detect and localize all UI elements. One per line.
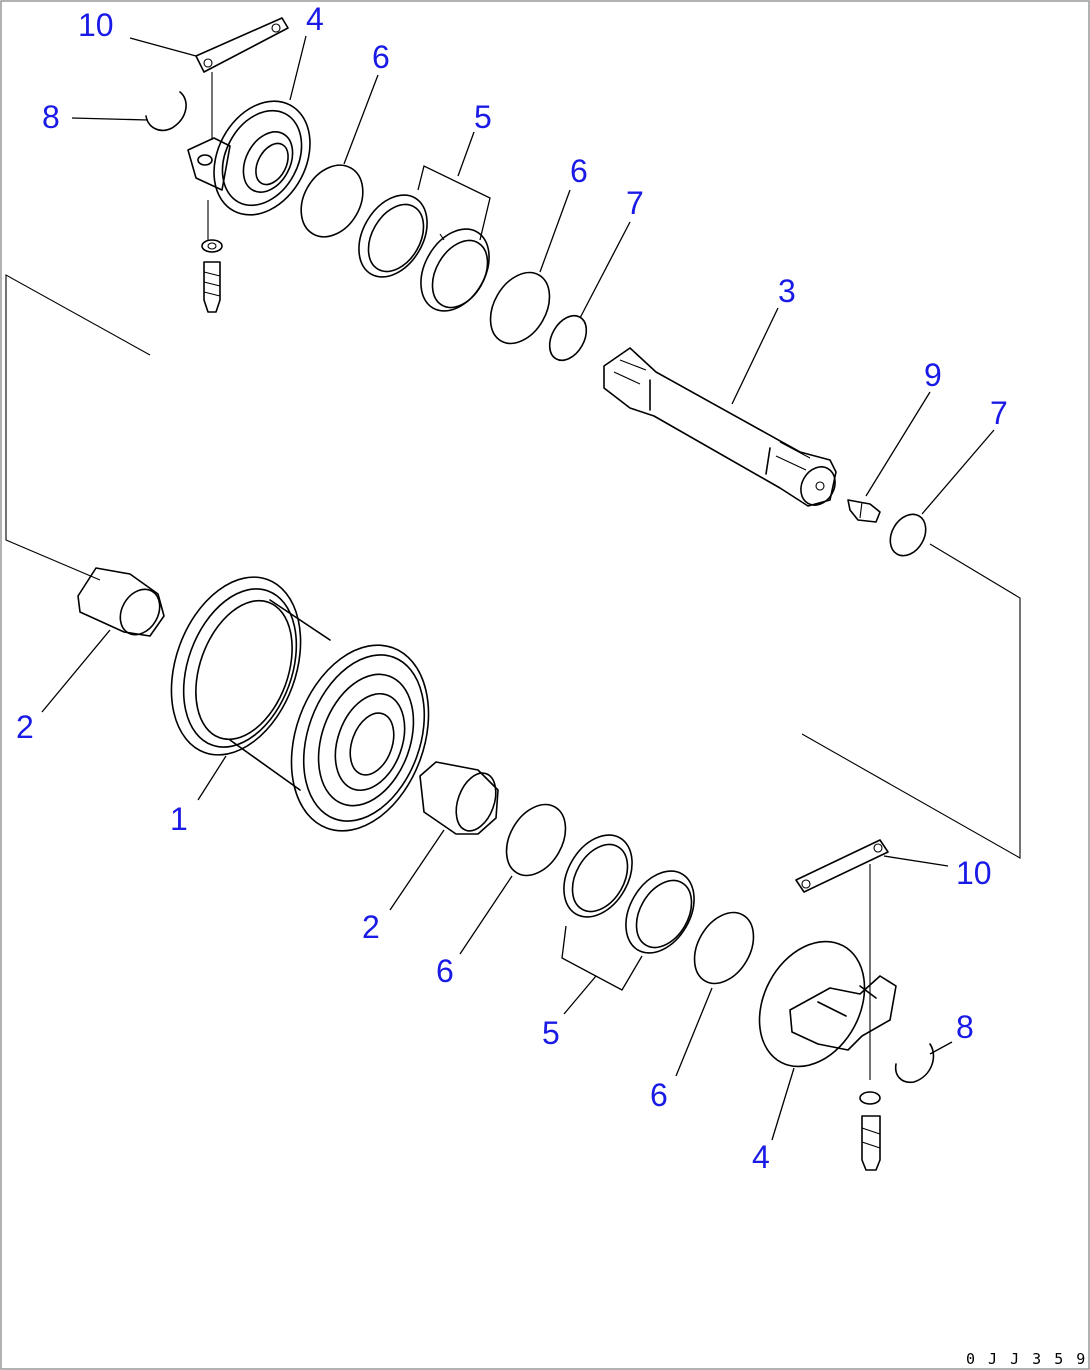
- bolt-upper: [201, 200, 223, 313]
- callout-9: 9: [924, 357, 942, 393]
- callout-7-lower: 7: [990, 395, 1008, 431]
- callout-1: 1: [170, 801, 188, 837]
- o-ring-small-lower: [889, 513, 927, 557]
- bushing-left: [77, 567, 165, 637]
- callouts: 10 4 6 8 5 6 7 3 9 7 2 1 2 6 5 6 10 8 4: [16, 1, 1008, 1175]
- callout-2-left: 2: [16, 709, 34, 745]
- seal-upper: [358, 194, 490, 312]
- o-ring-lower-b: [693, 911, 755, 985]
- drawing-code: 0 J J 3 5 9 8 5: [966, 1350, 1090, 1368]
- bushing-right: [419, 761, 499, 835]
- plug: [847, 499, 881, 523]
- plate-upper: [195, 17, 289, 140]
- leader-lines: [41, 35, 995, 1141]
- track-roller: [170, 576, 430, 832]
- callout-8-lower: 8: [956, 1009, 974, 1045]
- snap-ring-lower: [894, 1043, 935, 1084]
- callout-10-lower: 10: [956, 855, 992, 891]
- callout-10-upper: 10: [78, 7, 114, 43]
- o-ring-small-upper: [548, 314, 588, 362]
- assembly-line-right: [801, 543, 1021, 859]
- bolt-lower: [859, 1091, 881, 1171]
- o-ring-upper-b: [489, 271, 551, 345]
- callout-5-upper: 5: [474, 99, 492, 135]
- callout-6-upper-b: 6: [570, 153, 588, 189]
- callout-6-upper: 6: [372, 39, 390, 75]
- callout-6-lower-b: 6: [650, 1077, 668, 1113]
- callout-3: 3: [778, 273, 796, 309]
- callout-8-upper: 8: [42, 99, 60, 135]
- collar-upper: [187, 100, 311, 216]
- callout-4-upper: 4: [306, 1, 324, 37]
- callout-6-lower-a: 6: [436, 953, 454, 989]
- assembly-line-left: [5, 274, 151, 581]
- callout-4-lower: 4: [752, 1139, 770, 1175]
- o-ring-upper-a: [300, 164, 364, 238]
- callout-5-lower: 5: [542, 1015, 560, 1051]
- seal-lower: [563, 834, 695, 954]
- o-ring-lower-a: [505, 803, 567, 877]
- callout-7-upper: 7: [626, 185, 644, 221]
- snap-ring-upper: [145, 91, 187, 132]
- shaft: [603, 347, 837, 507]
- collar-lower: [758, 940, 897, 1068]
- plate-lower: [795, 839, 889, 1080]
- callout-2-right: 2: [362, 909, 380, 945]
